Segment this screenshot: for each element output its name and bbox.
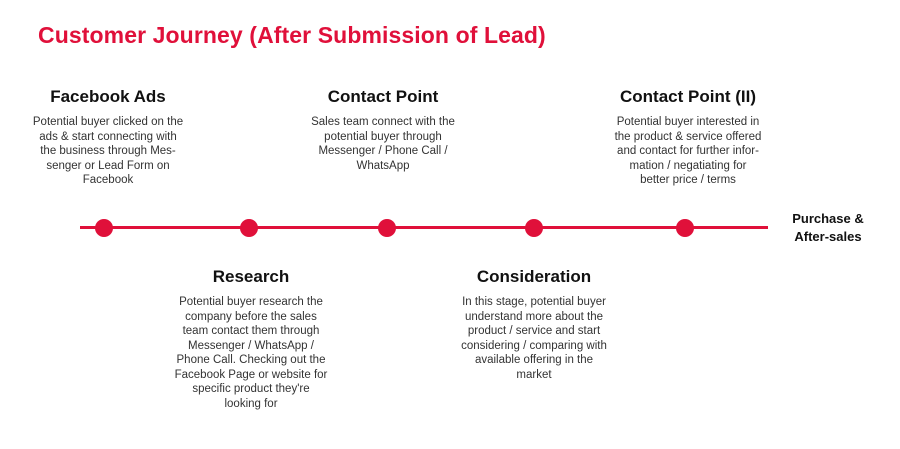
stage-description: Potential buyer interested in the produc… xyxy=(614,116,762,186)
timeline-end-label: Purchase & After-sales xyxy=(792,211,864,244)
timeline-dot-research xyxy=(240,219,258,237)
diagram-title: Customer Journey (After Submission of Le… xyxy=(38,22,546,48)
stage-contact-point: Contact Point Sales team connect with th… xyxy=(290,87,476,173)
timeline-dot-consideration xyxy=(525,219,543,237)
stage-title: Research xyxy=(212,267,290,286)
stage-title: Facebook Ads xyxy=(50,87,166,106)
stage-title: Contact Point xyxy=(327,87,439,106)
stage-title: Consideration xyxy=(476,267,592,286)
stage-description: Potential buyer clicked on the ads & sta… xyxy=(32,116,184,186)
stage-facebook-ads: Facebook Ads Potential buyer clicked on … xyxy=(18,87,198,188)
stage-consideration: Consideration In this stage, potential b… xyxy=(436,267,632,382)
timeline-dot-contact-point-ii xyxy=(676,219,694,237)
timeline-dot-contact-point xyxy=(378,219,396,237)
stage-description: Potential buyer research the company bef… xyxy=(174,296,328,410)
stage-research: Research Potential buyer research the co… xyxy=(158,267,344,411)
stage-contact-point-ii: Contact Point (II) Potential buyer inter… xyxy=(588,87,788,188)
timeline-line xyxy=(80,226,768,229)
stage-description: Sales team connect with the potential bu… xyxy=(311,116,455,172)
stage-description: In this stage, potential buyer understan… xyxy=(461,296,607,381)
timeline-dot-facebook-ads xyxy=(95,219,113,237)
stage-title: Contact Point (II) xyxy=(620,87,756,106)
